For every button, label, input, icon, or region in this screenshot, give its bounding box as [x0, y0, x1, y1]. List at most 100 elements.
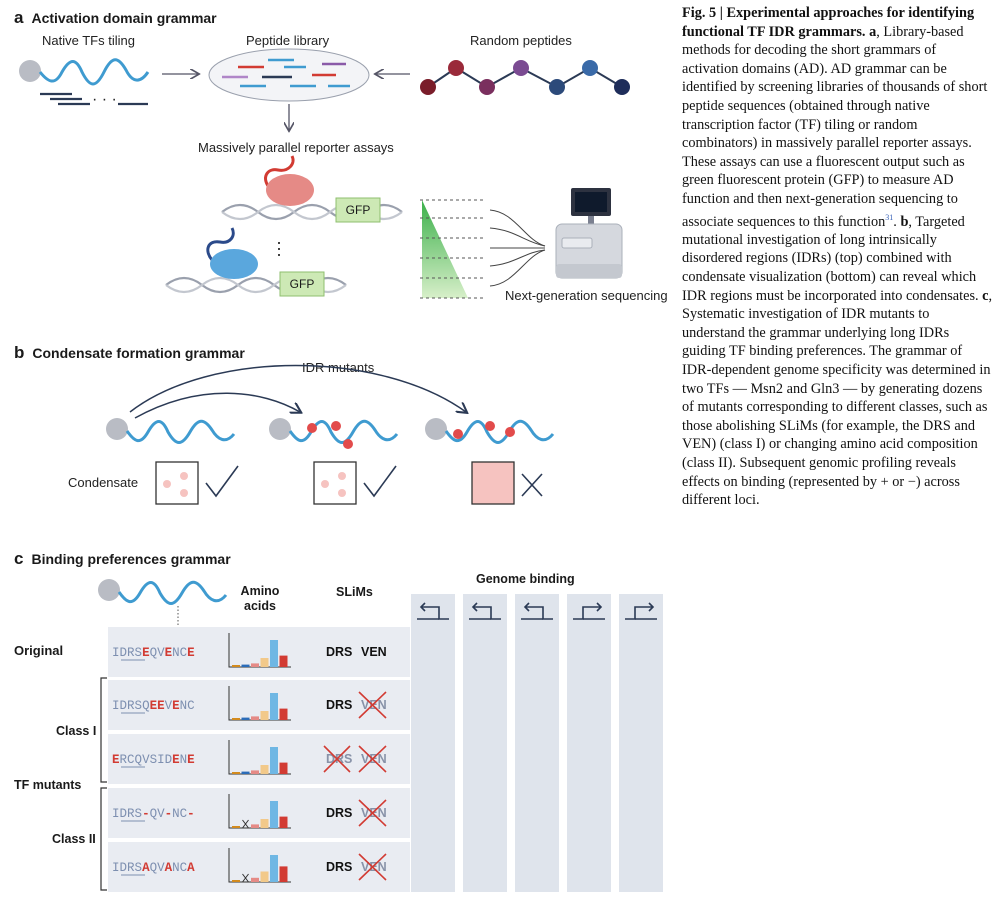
construct-dots: ···	[270, 240, 290, 258]
sequence-residue: E	[150, 699, 158, 713]
condensate-label: Condensate	[68, 475, 139, 490]
sequence-residue: I	[112, 807, 120, 821]
panel-b-title: b Condensate formation grammar	[14, 343, 245, 363]
slim-drs: DRS	[326, 752, 352, 766]
panel-b-letter: b	[14, 343, 25, 362]
tiling-dots: · · ·	[92, 91, 117, 108]
ngs-label: Next-generation sequencing	[505, 288, 668, 303]
slim-ven: VEN	[361, 860, 387, 874]
composition-bar	[241, 664, 250, 667]
tf-mutants-label: TF mutants	[14, 778, 82, 792]
tiling-fragments	[40, 92, 148, 106]
composition-bar	[232, 880, 240, 882]
sequence-residue: E	[112, 753, 120, 767]
composition-bar	[260, 819, 269, 828]
composition-bar	[251, 716, 259, 720]
panel-b-title-text: Condensate formation grammar	[32, 345, 245, 361]
sequence-residue: E	[187, 646, 195, 660]
red-activation-domain	[264, 155, 295, 187]
panel-c-diagram: IDRSEQVENCEDRSVEN+++++––IDRSQEEVENCDRSVE…	[98, 579, 663, 892]
genome-binding-header: Genome binding	[476, 572, 575, 586]
sequence-residue: I	[157, 753, 165, 767]
genome-column-4	[567, 594, 611, 892]
peptide-library-label: Peptide library	[246, 33, 330, 48]
sequence-residue: S	[150, 753, 158, 767]
caption-c-letter: c	[982, 287, 989, 304]
sequence-residue: R	[127, 807, 135, 821]
sequence-residue: Q	[150, 646, 158, 660]
idr3-bead	[425, 418, 447, 440]
caption-c-text: , Systematic investigation of IDR mutant…	[682, 287, 993, 509]
sequence-residue: N	[180, 753, 188, 767]
sequence-residue: D	[120, 861, 128, 875]
idr2-wave	[288, 419, 399, 444]
gfp-label-2: GFP	[289, 277, 315, 291]
slim-ven: VEN	[361, 806, 387, 820]
sequence-residue: -	[187, 807, 195, 821]
composition-bar	[260, 765, 269, 774]
check-icon-2	[363, 465, 397, 498]
sequence-residue: -	[142, 807, 150, 821]
row-background	[108, 734, 410, 784]
sequence-residue: C	[127, 753, 135, 767]
idr1-bead	[106, 418, 128, 440]
original-label: Original	[14, 643, 64, 658]
sequence-residue: S	[135, 646, 143, 660]
sequence-residue: N	[172, 861, 180, 875]
sequence-residue: V	[165, 699, 173, 713]
sequence-residue: A	[165, 861, 173, 875]
sequence-residue: D	[120, 646, 128, 660]
class1-bracket	[100, 677, 107, 783]
composition-bar	[279, 866, 288, 882]
sequence-residue: Q	[150, 861, 158, 875]
locus-promoter-icon-4	[573, 602, 605, 620]
locus-promoter-icon-2	[469, 602, 501, 620]
slim-ven: VEN	[361, 752, 387, 766]
slim-drs: DRS	[326, 645, 352, 659]
condensate-box-3	[471, 461, 515, 505]
native-tiling-label: Native TFs tiling	[42, 33, 135, 48]
random-peptide-beads	[420, 60, 630, 95]
genome-column-2	[463, 594, 507, 892]
drs-cross	[323, 745, 351, 773]
arc-to-mutant-2	[134, 392, 300, 419]
peptide-library-ellipse	[208, 48, 370, 102]
sequence-residue: I	[112, 699, 120, 713]
sequence-residue: A	[187, 861, 195, 875]
sequence-residue: D	[120, 807, 128, 821]
figure-caption: Fig. 5 | Experimental approaches for ide…	[682, 5, 993, 509]
amino-acids-header-line1: Amino	[240, 584, 280, 598]
condensate-box-2	[313, 461, 357, 505]
caption-fig-title: Fig. 5 | Experimental approaches for ide…	[682, 5, 975, 40]
composition-bar	[279, 816, 288, 828]
idr3-wave	[444, 419, 555, 444]
amino-acids-header: Amino acids	[232, 584, 288, 614]
composition-bar	[232, 718, 240, 720]
class1-label: Class I	[56, 724, 97, 738]
sequence-residue: Q	[135, 753, 143, 767]
sequence-residue: E	[187, 753, 195, 767]
class2-bracket	[100, 787, 107, 891]
c-idr-bead	[98, 579, 120, 601]
blue-tf-dbd	[210, 249, 258, 279]
composition-bar	[279, 708, 288, 720]
sequence-residue: A	[142, 861, 150, 875]
composition-bar	[270, 693, 278, 720]
sort-bin-lines	[420, 199, 484, 299]
composition-bar	[232, 826, 240, 828]
genome-column-1	[411, 594, 455, 892]
panel-a-diagram: · · · ···	[19, 48, 630, 299]
red-tf-dbd	[266, 174, 314, 206]
slim-ven: VEN	[361, 698, 387, 712]
panel-a-title-text: Activation domain grammar	[31, 10, 217, 26]
composition-bar	[279, 762, 288, 774]
removed-residue-mark	[242, 873, 249, 883]
composition-bar	[260, 711, 269, 720]
caption-a-text: , Library-based methods for decoding the…	[682, 23, 988, 230]
sequence-residue: S	[135, 861, 143, 875]
